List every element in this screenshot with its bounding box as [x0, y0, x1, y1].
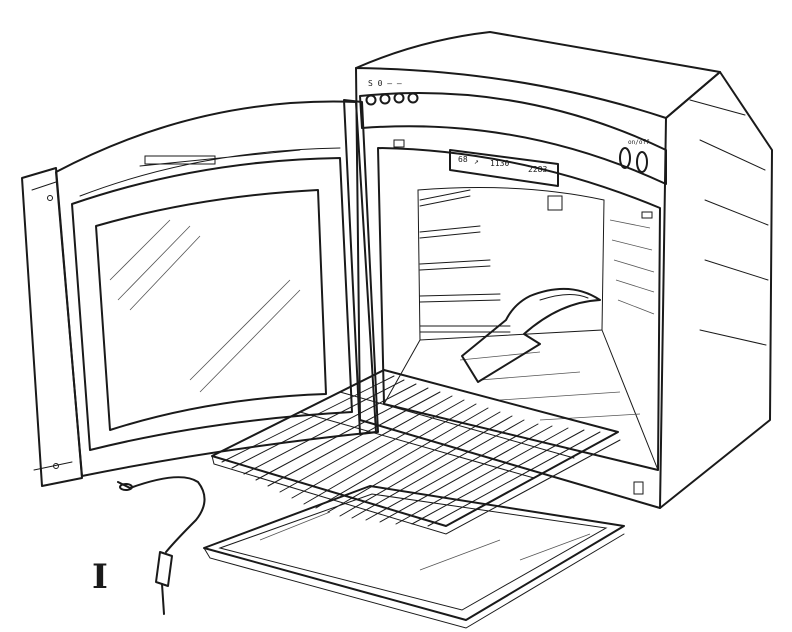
hinge-slot-top — [393, 139, 405, 148]
oven-door — [21, 99, 379, 487]
control-button[interactable] — [636, 151, 648, 173]
door-handle[interactable] — [21, 167, 83, 487]
probe-handle — [155, 551, 173, 587]
door-inner-frame — [71, 157, 353, 451]
door-glass — [95, 189, 327, 431]
rack-frame — [211, 369, 619, 527]
oven-cavity — [377, 147, 661, 471]
control-button[interactable] — [619, 147, 631, 169]
display-item: ↗ — [474, 157, 479, 166]
probe-plug — [119, 483, 133, 491]
display-item: 68 — [458, 155, 468, 164]
tray-outline — [203, 485, 625, 621]
control-knobs: S 0 — — on/off 68 ↗ 1130 2283 — [365, 79, 650, 174]
display-item: 2283 — [528, 165, 547, 174]
oven-back-wall — [417, 187, 605, 341]
probe-cable — [117, 476, 206, 553]
control-knob[interactable] — [393, 92, 405, 104]
oven-body — [355, 31, 773, 509]
control-knob[interactable] — [365, 94, 377, 106]
panel-left-marks: S 0 — — — [368, 79, 402, 88]
insertion-arrow — [461, 287, 601, 383]
control-knob[interactable] — [407, 92, 419, 104]
control-panel — [359, 92, 667, 185]
shelf-runners — [419, 189, 511, 333]
baking-tray — [203, 485, 625, 629]
panel-right-marks: on/off — [628, 139, 650, 146]
oven-top — [355, 31, 721, 119]
display-item: 1130 — [490, 159, 509, 168]
oven-side — [659, 71, 773, 509]
arrow-icon — [461, 287, 601, 383]
oven-floor — [383, 329, 659, 471]
meat-probe — [117, 476, 206, 615]
oven-lamp — [547, 195, 563, 211]
control-display — [449, 149, 559, 187]
wire-rack — [211, 369, 621, 535]
door-hinge-edge — [343, 99, 379, 435]
control-knob[interactable] — [379, 93, 391, 105]
door-vent — [144, 155, 216, 165]
figure-label: I — [92, 557, 108, 597]
probe-spike — [161, 583, 165, 615]
hinge-slot-bottom — [633, 481, 644, 495]
